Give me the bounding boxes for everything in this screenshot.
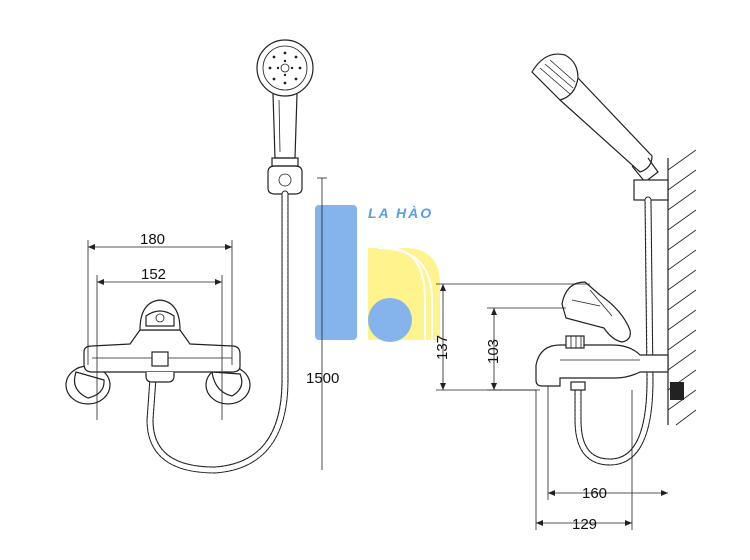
logo-brand-text: LA HÀO [368,205,433,221]
front-dim-hose-length: 1500 [306,370,339,387]
side-dim-137-group: 137 [434,283,590,391]
front-dim-180-group: 180 [87,231,233,365]
side-dim-depth-body: 160 [582,485,607,502]
side-wall [667,149,697,426]
front-mixer-body [83,299,241,383]
side-dim-height-spout: 103 [485,339,502,364]
front-dim-overall-width: 180 [140,231,165,248]
front-dim-center-distance: 152 [141,266,166,283]
side-view: 137 103 160 129 [434,53,697,533]
side-dim-160-group: 160 [547,386,668,502]
logo-blue-circle [368,298,412,342]
front-connector-right [205,365,251,405]
front-dim-152-group: 152 [96,266,223,420]
front-view: 1500 180 [65,39,339,474]
side-dim-103-group: 103 [485,307,566,391]
logo-blue-bar [315,205,357,340]
front-shower-head [256,39,314,195]
side-dim-129-group: 129 [535,390,633,533]
side-dim-depth-spout: 129 [572,516,597,533]
side-dim-height-total: 137 [434,335,451,360]
side-shower-head [531,53,669,201]
side-mixer-body [535,281,669,391]
watermark-logo: LA HÀO [315,205,440,342]
